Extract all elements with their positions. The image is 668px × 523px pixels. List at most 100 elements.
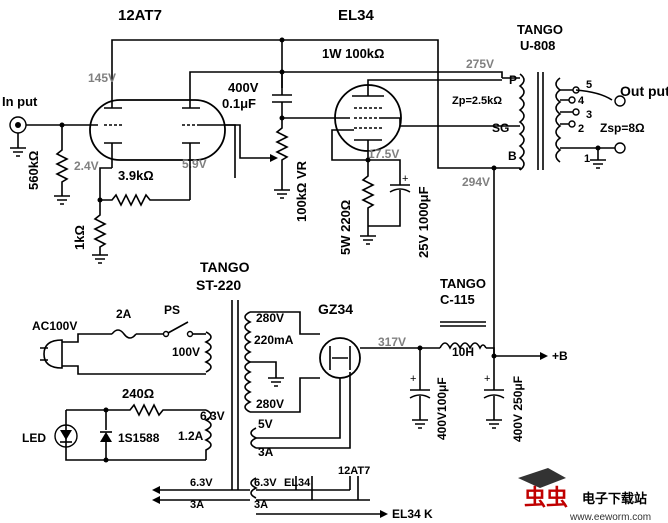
- diode-label: 1S1588: [118, 431, 160, 445]
- wire: [575, 89, 613, 101]
- pt-heater1-v: 6.3V: [200, 409, 225, 423]
- watermark-url: www.eeworm.com: [569, 512, 651, 523]
- wire: [368, 159, 401, 185]
- filter-cap2-label: 400V 250μF: [511, 376, 525, 442]
- filter-cap1-label: 400V100μF: [435, 377, 449, 440]
- rectifier-elements: [329, 346, 351, 370]
- preamp-tube-title: 12AT7: [118, 7, 162, 24]
- cathode-cap-plate-curved: [389, 188, 411, 193]
- heater-arrow-left: [152, 496, 160, 504]
- pt-hv-bot-label: 280V: [256, 397, 284, 411]
- cathode-resistor-power: [361, 160, 375, 226]
- screen-to-opt: [382, 117, 506, 127]
- wire: [331, 129, 369, 161]
- wire: [250, 311, 320, 335]
- tap-3-label: 3: [586, 109, 592, 121]
- pt-brand: TANGO: [200, 259, 250, 275]
- ground-icon: [274, 189, 290, 199]
- polarity-plus: +: [484, 373, 490, 385]
- wire: [486, 347, 540, 357]
- tap-1-label: 1: [584, 153, 590, 165]
- choke-coil: [439, 342, 487, 350]
- led-symbol: [60, 430, 72, 440]
- voltage-145v: 145V: [88, 71, 116, 85]
- switch-contact: [186, 330, 194, 338]
- fuse-label: 2A: [116, 307, 132, 321]
- plate-to-opt: [367, 79, 502, 96]
- voltage-317v: 317V: [378, 335, 406, 349]
- output-terminal-ground: [614, 142, 626, 154]
- ac-plug-icon: [43, 339, 63, 369]
- ground-icon: [268, 377, 284, 387]
- plate2-wire: [189, 71, 503, 108]
- opt-taps: [560, 89, 598, 149]
- switch-contact: [162, 330, 170, 338]
- power-switch: [167, 321, 189, 334]
- volume-pot: [275, 118, 289, 190]
- led-icon: [54, 424, 78, 448]
- watermark-text: 电子下载站: [582, 491, 647, 506]
- rect-heater-wire: [256, 378, 341, 439]
- wire: [494, 77, 521, 170]
- vr-label: 100kΩ VR: [294, 160, 309, 222]
- ground-icon: [10, 147, 26, 157]
- cathode-cap-label: 25V 1000μF: [416, 186, 431, 258]
- pt-hv-secondary: [244, 311, 252, 413]
- rect-heater-wire: [256, 372, 351, 449]
- polarity-plus: +: [402, 173, 408, 185]
- coupling-cap-value: 0.1μF: [222, 96, 256, 111]
- mains-label: AC100V: [32, 319, 77, 333]
- heater-arrow-left: [152, 486, 160, 494]
- voltage-294v: 294V: [462, 175, 490, 189]
- pt-rect-a: 3A: [258, 445, 274, 459]
- led-label: LED: [22, 431, 46, 445]
- el34-k-arrow: [380, 510, 388, 518]
- ct-wire: [250, 361, 277, 378]
- wire: [65, 410, 206, 461]
- cathode-resistor-preamp-label: 1kΩ: [72, 225, 87, 250]
- ground-icon: [54, 195, 70, 205]
- opt-model: U-808: [520, 38, 555, 53]
- ground-icon: [360, 235, 376, 245]
- tap-4-label: 4: [578, 95, 585, 107]
- wire: [295, 476, 313, 500]
- b-plus-arrow: [540, 352, 548, 360]
- heater-left-v: 6.3V: [190, 477, 213, 489]
- pt-primary-label: 100V: [172, 345, 200, 359]
- voltage-5-9v: 5.9V: [182, 157, 207, 171]
- choke-brand: TANGO: [440, 276, 486, 291]
- tap-2: [568, 120, 576, 128]
- wire: [62, 365, 206, 375]
- choke-value: 10H: [452, 345, 474, 359]
- feedback-resistor-label: 3.9kΩ: [118, 168, 154, 183]
- pt-hv-current: 220mA: [254, 333, 294, 347]
- wire: [62, 333, 112, 343]
- tap-2-label: 2: [578, 123, 584, 135]
- ground-icon: [412, 419, 428, 429]
- output-label: Out put: [620, 83, 668, 99]
- cathode-resistor-power-label: 5W 220Ω: [338, 200, 353, 255]
- opt-tap-sg: SG: [492, 121, 509, 135]
- led-resistor: [66, 403, 206, 417]
- pt-heater2-v: 6.3V: [254, 477, 277, 489]
- tap-4: [568, 96, 576, 104]
- plate-resistor-label: 1W 100kΩ: [322, 46, 384, 61]
- watermark-logo-mark: 虫虫: [524, 485, 568, 510]
- pt-hv-top-label: 280V: [256, 311, 284, 325]
- rectifier-label: GZ34: [318, 301, 353, 317]
- pt-model: ST-220: [196, 277, 241, 293]
- opt-zp: Zp=2.5kΩ: [452, 95, 502, 107]
- ac-plug-prongs: [40, 347, 48, 361]
- opt-tap-p: P: [509, 73, 517, 87]
- pt-rect-v: 5V: [258, 417, 273, 431]
- voltage-2-4v: 2.4V: [74, 159, 99, 173]
- ground-icon: [486, 419, 502, 429]
- diode-icon: [100, 432, 112, 442]
- filter-cap1-plate-curved: [409, 394, 431, 399]
- heater-12at7: 12AT7: [338, 465, 370, 477]
- voltage-17-5v: 17.5V: [368, 147, 399, 161]
- ground-icon: [92, 254, 108, 264]
- output-terminal-hot: [614, 95, 626, 107]
- opt-primary-coil: [518, 73, 525, 171]
- opt-brand: TANGO: [517, 22, 563, 37]
